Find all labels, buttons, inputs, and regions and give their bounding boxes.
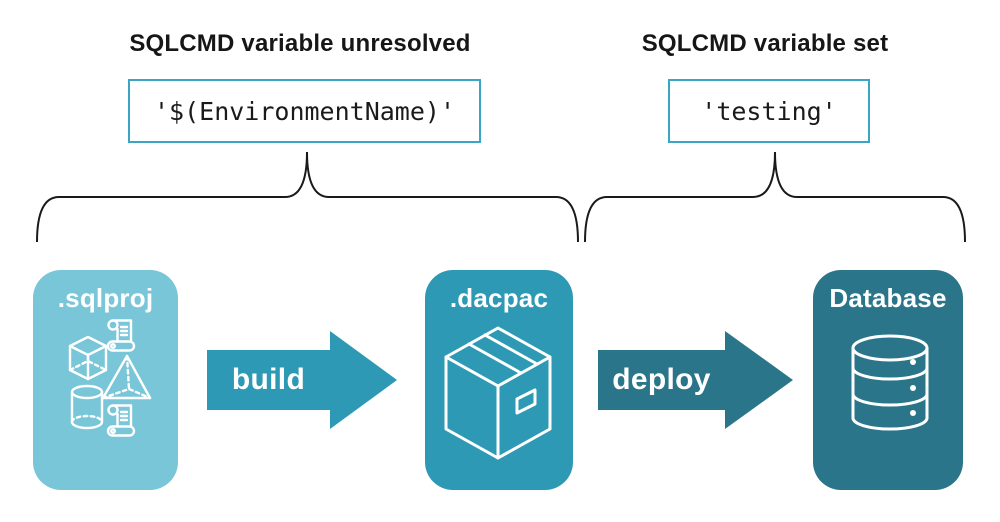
dacpac-card-label: .dacpac [449, 283, 549, 313]
sqlproj-card-label: .sqlproj [57, 283, 154, 313]
dacpac-card: .dacpac [425, 270, 573, 490]
right-brace [584, 151, 966, 243]
set-value: 'testing' [701, 96, 837, 126]
unresolved-heading: SQLCMD variable unresolved [129, 30, 471, 57]
set-heading: SQLCMD variable set [641, 30, 889, 57]
sqlproj-card: .sqlproj [33, 270, 178, 490]
database-card: Database [813, 270, 963, 490]
build-arrow-label: build [231, 363, 306, 396]
deploy-arrow-label: deploy [612, 363, 711, 396]
unresolved-value-box: '$(EnvironmentName)' [128, 79, 481, 143]
left-brace [36, 151, 579, 243]
set-value-box: 'testing' [668, 79, 870, 143]
database-card-label: Database [829, 283, 947, 313]
unresolved-value: '$(EnvironmentName)' [153, 96, 456, 126]
